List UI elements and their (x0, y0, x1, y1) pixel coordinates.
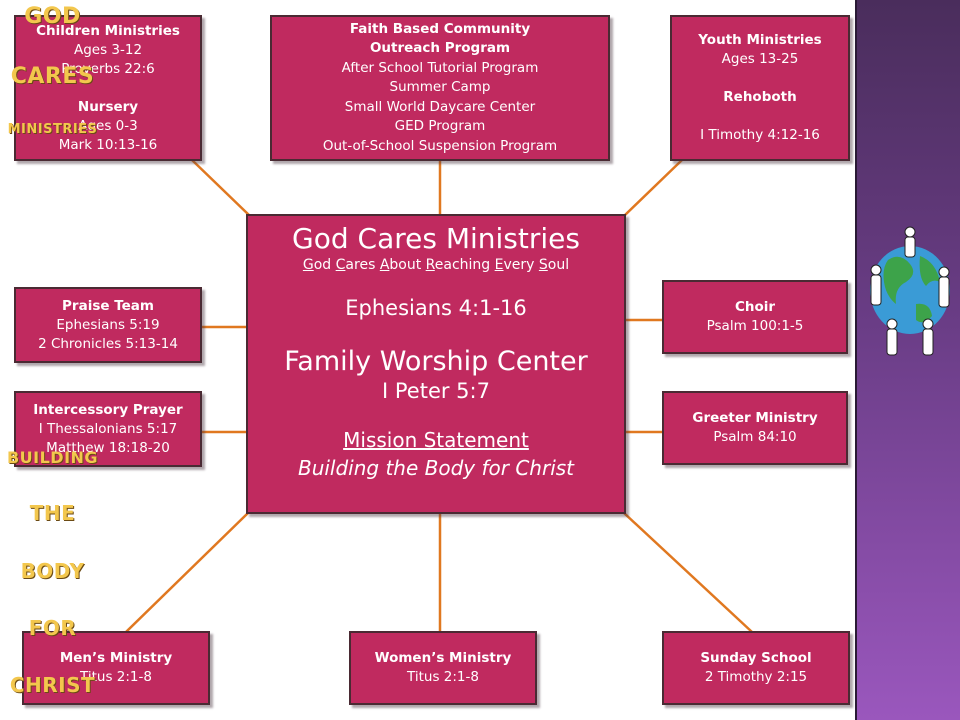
womens-title: Women’s Ministry (374, 650, 512, 666)
children-ages: Ages 3-12 (73, 41, 143, 58)
greeter-title: Greeter Ministry (692, 410, 818, 426)
greeter-verse: Psalm 84:10 (713, 429, 797, 445)
outreach-item: After School Tutorial Program (341, 59, 539, 76)
praise-verse-1: Ephesians 5:19 (56, 316, 160, 333)
intercessory-verse-2: Matthew 18:18-20 (46, 439, 170, 456)
outreach-item: Summer Camp (389, 79, 491, 96)
nursery-ages: Ages 0-3 (78, 117, 138, 134)
sidebar-word-for: FOR (28, 616, 77, 640)
motto-word: Every (494, 257, 539, 273)
mission-label: Mission Statement (343, 428, 529, 452)
sunday-title: Sunday School (700, 650, 812, 666)
intercessory-verse-1: I Thessalonians 5:17 (38, 420, 178, 437)
youth-ages: Ages 13-25 (721, 51, 799, 67)
outreach-item: Out-of-School Suspension Program (322, 137, 558, 154)
choir-verse: Psalm 100:1-5 (706, 318, 804, 334)
sidebar-word-cares: CARES (10, 64, 95, 89)
praise-verse-2: 2 Chronicles 5:13-14 (38, 335, 178, 352)
mission-text: Building the Body for Christ (297, 456, 575, 480)
sidebar-word-building: BUILDING (6, 448, 99, 467)
choir-box: Choir Psalm 100:1-5 (662, 280, 848, 354)
connector-children (191, 159, 251, 217)
motto: God Cares About Reaching Every Soul (248, 256, 624, 274)
motto-word: Cares (335, 257, 380, 273)
sunday-school-box: Sunday School 2 Timothy 2:15 (662, 631, 850, 705)
children-ministries-box: Children Ministries Ages 3-12 Proverbs 2… (14, 15, 202, 161)
sidebar-banner (855, 0, 960, 720)
outreach-title: Faith Based Community Outreach Program (349, 20, 531, 57)
motto-word: Reaching (425, 257, 495, 273)
sidebar-word-god: GOD (24, 4, 81, 29)
mens-title: Men’s Ministry (59, 650, 173, 666)
sidebar-word-christ: CHRIST (9, 673, 96, 697)
praise-title: Praise Team (62, 297, 154, 314)
mens-verse: Titus 2:1-8 (80, 669, 152, 685)
globe-with-people-icon (870, 226, 950, 356)
motto-word: Soul (538, 257, 570, 273)
nursery-verse: Mark 10:13-16 (58, 136, 158, 153)
intercessory-title: Intercessory Prayer (33, 401, 183, 418)
main-title: God Cares Ministries (292, 222, 580, 255)
children-verse: Proverbs 22:6 (61, 60, 155, 77)
nursery-title: Nursery (77, 98, 139, 115)
connector-sunday (623, 512, 753, 633)
youth-title: Youth Ministries (698, 32, 822, 48)
outreach-item: GED Program (394, 118, 486, 135)
main-verse: Ephesians 4:1-16 (345, 296, 527, 320)
mens-ministry-box: Men’s Ministry Titus 2:1-8 (22, 631, 210, 705)
church-verse: I Peter 5:7 (382, 379, 490, 403)
church-name: Family Worship Center (284, 346, 588, 377)
sunday-verse: 2 Timothy 2:15 (704, 669, 808, 685)
sidebar-word-the: THE (29, 501, 76, 525)
motto-word: God (302, 257, 336, 273)
greeter-ministry-box: Greeter Ministry Psalm 84:10 (662, 391, 848, 465)
connector-men (125, 512, 249, 633)
rehoboth-title: Rehoboth (723, 89, 797, 105)
outreach-item: Small World Daycare Center (344, 98, 536, 115)
choir-title: Choir (734, 299, 776, 315)
connector-youth (623, 159, 683, 217)
children-ministries-title: Children Ministries (36, 22, 180, 39)
center-main-box: God Cares Ministries God Cares About Rea… (246, 214, 626, 514)
motto-word: About (379, 257, 426, 273)
sidebar-word-body: BODY (20, 559, 85, 583)
womens-ministry-box: Women’s Ministry Titus 2:1-8 (349, 631, 537, 705)
sidebar-word-ministries: MINISTRIES (7, 122, 98, 137)
outreach-program-box: Faith Based Community Outreach Program A… (270, 15, 610, 161)
womens-verse: Titus 2:1-8 (407, 669, 479, 685)
youth-ministries-box: Youth Ministries Ages 13-25 Rehoboth I T… (670, 15, 850, 161)
youth-verse: I Timothy 4:12-16 (700, 127, 820, 143)
praise-team-box: Praise Team Ephesians 5:19 2 Chronicles … (14, 287, 202, 363)
intercessory-prayer-box: Intercessory Prayer I Thessalonians 5:17… (14, 391, 202, 467)
